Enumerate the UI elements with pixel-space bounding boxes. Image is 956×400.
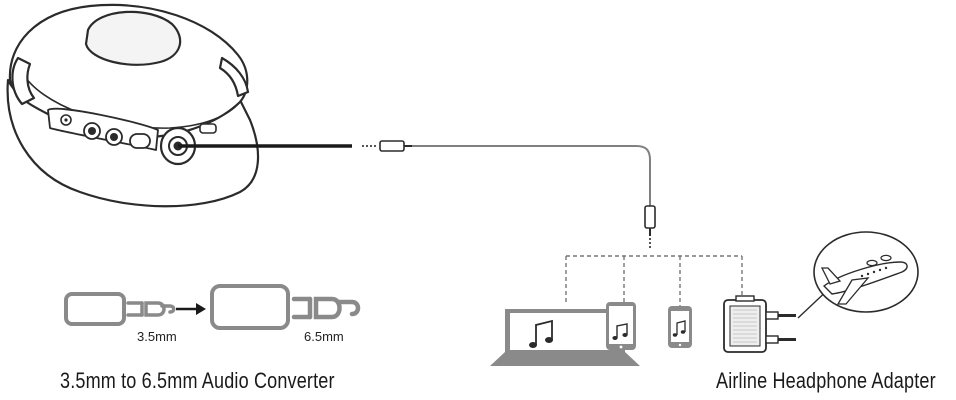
small-size-label: 3.5mm [137,329,177,344]
laptop-icon [490,309,640,366]
music-note-icon [535,319,553,345]
audio-converter-diagram: 3.5mm 6.5mm [64,284,361,344]
large-jack-box [210,284,290,330]
music-note-icon [676,320,686,335]
airline-adapter-icon [723,295,796,353]
small-jack-box [64,292,126,326]
small-plug-icon [126,301,176,317]
converter-caption: 3.5mm to 6.5mm Audio Converter [60,368,335,393]
airline-adapter-caption: Airline Headphone Adapter [716,368,936,393]
large-plug-icon [291,296,361,320]
tablet-icon [606,302,636,350]
airplane-icon [797,231,919,319]
aux-cable-icon [178,140,656,250]
arrow-right-icon [176,303,206,315]
smartphone-icon [668,306,692,348]
connection-lines [565,255,743,306]
large-size-label: 6.5mm [304,329,344,344]
music-note-icon [616,323,628,338]
headphone-earcup-icon [6,3,260,208]
